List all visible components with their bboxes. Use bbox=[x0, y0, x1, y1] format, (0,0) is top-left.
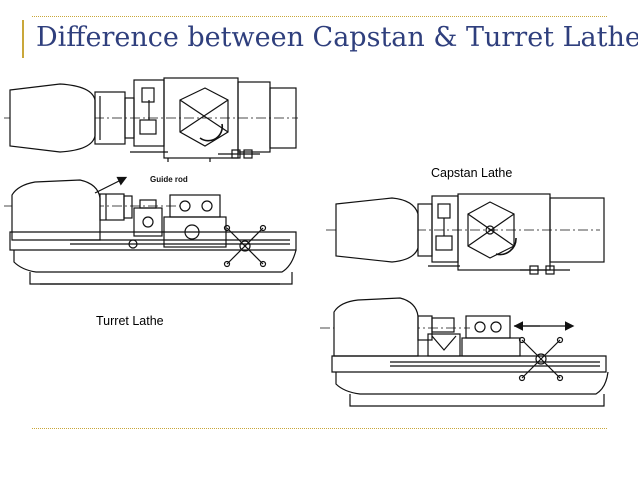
title-accent-bar bbox=[22, 20, 24, 58]
turret-lathe-top-view bbox=[4, 77, 298, 162]
bottom-divider bbox=[32, 428, 607, 429]
top-divider bbox=[32, 16, 607, 17]
slide-title: Difference between Capstan & Turret Lath… bbox=[36, 22, 638, 53]
capstan-lathe-top-view bbox=[326, 193, 605, 275]
capstan-lathe-label: Capstan Lathe bbox=[431, 166, 513, 180]
capstan-lathe-front-view bbox=[320, 297, 609, 407]
guide-rod-label: Guide rod bbox=[150, 175, 188, 184]
turret-lathe-label: Turret Lathe bbox=[96, 314, 164, 328]
turret-lathe-front-view: Guide rod bbox=[4, 175, 297, 285]
